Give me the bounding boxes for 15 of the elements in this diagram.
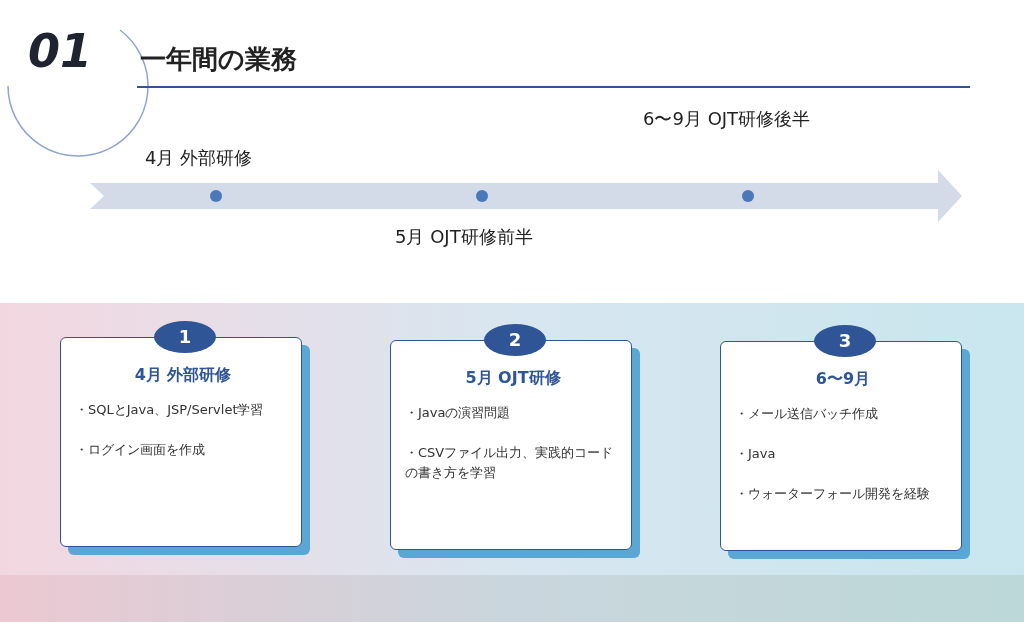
- bullet-text: ・メール送信バッチ作成: [735, 405, 879, 423]
- timeline-label: 5月 OJT研修前半: [395, 225, 533, 249]
- bullet-text: ・CSVファイル出力、実践的コードの書き方を学習: [405, 444, 615, 482]
- card-heading: 5月 OJT研修: [464, 367, 562, 389]
- bullet-text: ・ウォーターフォール開発を経験: [735, 485, 931, 503]
- timeline-label: 6〜9月 OJT研修後半: [643, 107, 811, 131]
- timeline-label: 4月 外部研修: [145, 146, 253, 170]
- bullet-text: ・ログイン画面を作成: [75, 441, 206, 459]
- card-heading: 4月 外部研修: [133, 364, 233, 386]
- bullet-text: ・Java: [735, 445, 777, 463]
- bullet-text: ・Javaの演習問題: [405, 404, 512, 422]
- section-number: 01: [28, 24, 92, 78]
- title: 一年間の業務: [140, 43, 297, 76]
- card-heading: 6〜9月: [814, 368, 872, 390]
- bullet-text: ・SQLとJava、JSP/Servlet学習: [75, 401, 265, 419]
